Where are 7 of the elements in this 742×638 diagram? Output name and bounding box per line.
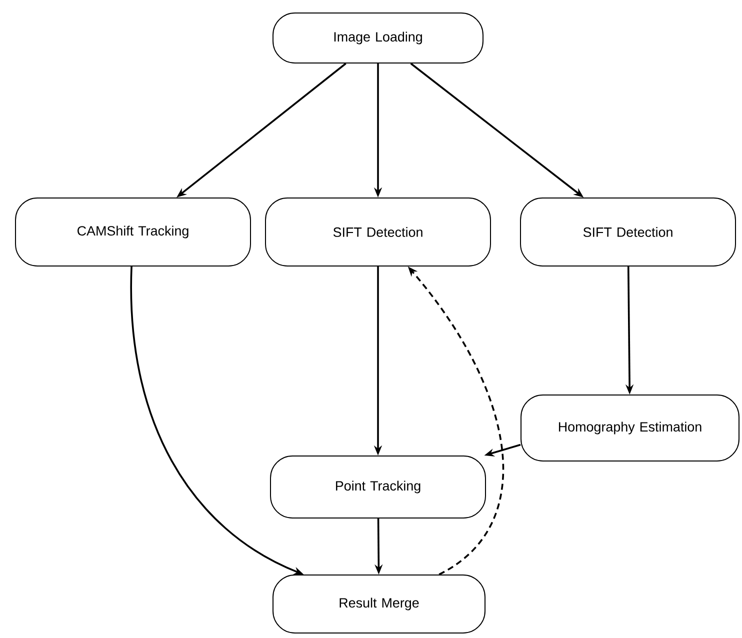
- process-box: Image Loading: [272, 12, 484, 64]
- process-box: Result Merge: [272, 574, 486, 634]
- process-box: Homography Estimation: [520, 394, 740, 462]
- process-box: SIFT Detection: [265, 198, 491, 266]
- process-box: SIFT Detection: [520, 198, 736, 266]
- process-box: CAMShift Tracking: [15, 198, 251, 266]
- process-box: Point Tracking: [270, 456, 486, 518]
